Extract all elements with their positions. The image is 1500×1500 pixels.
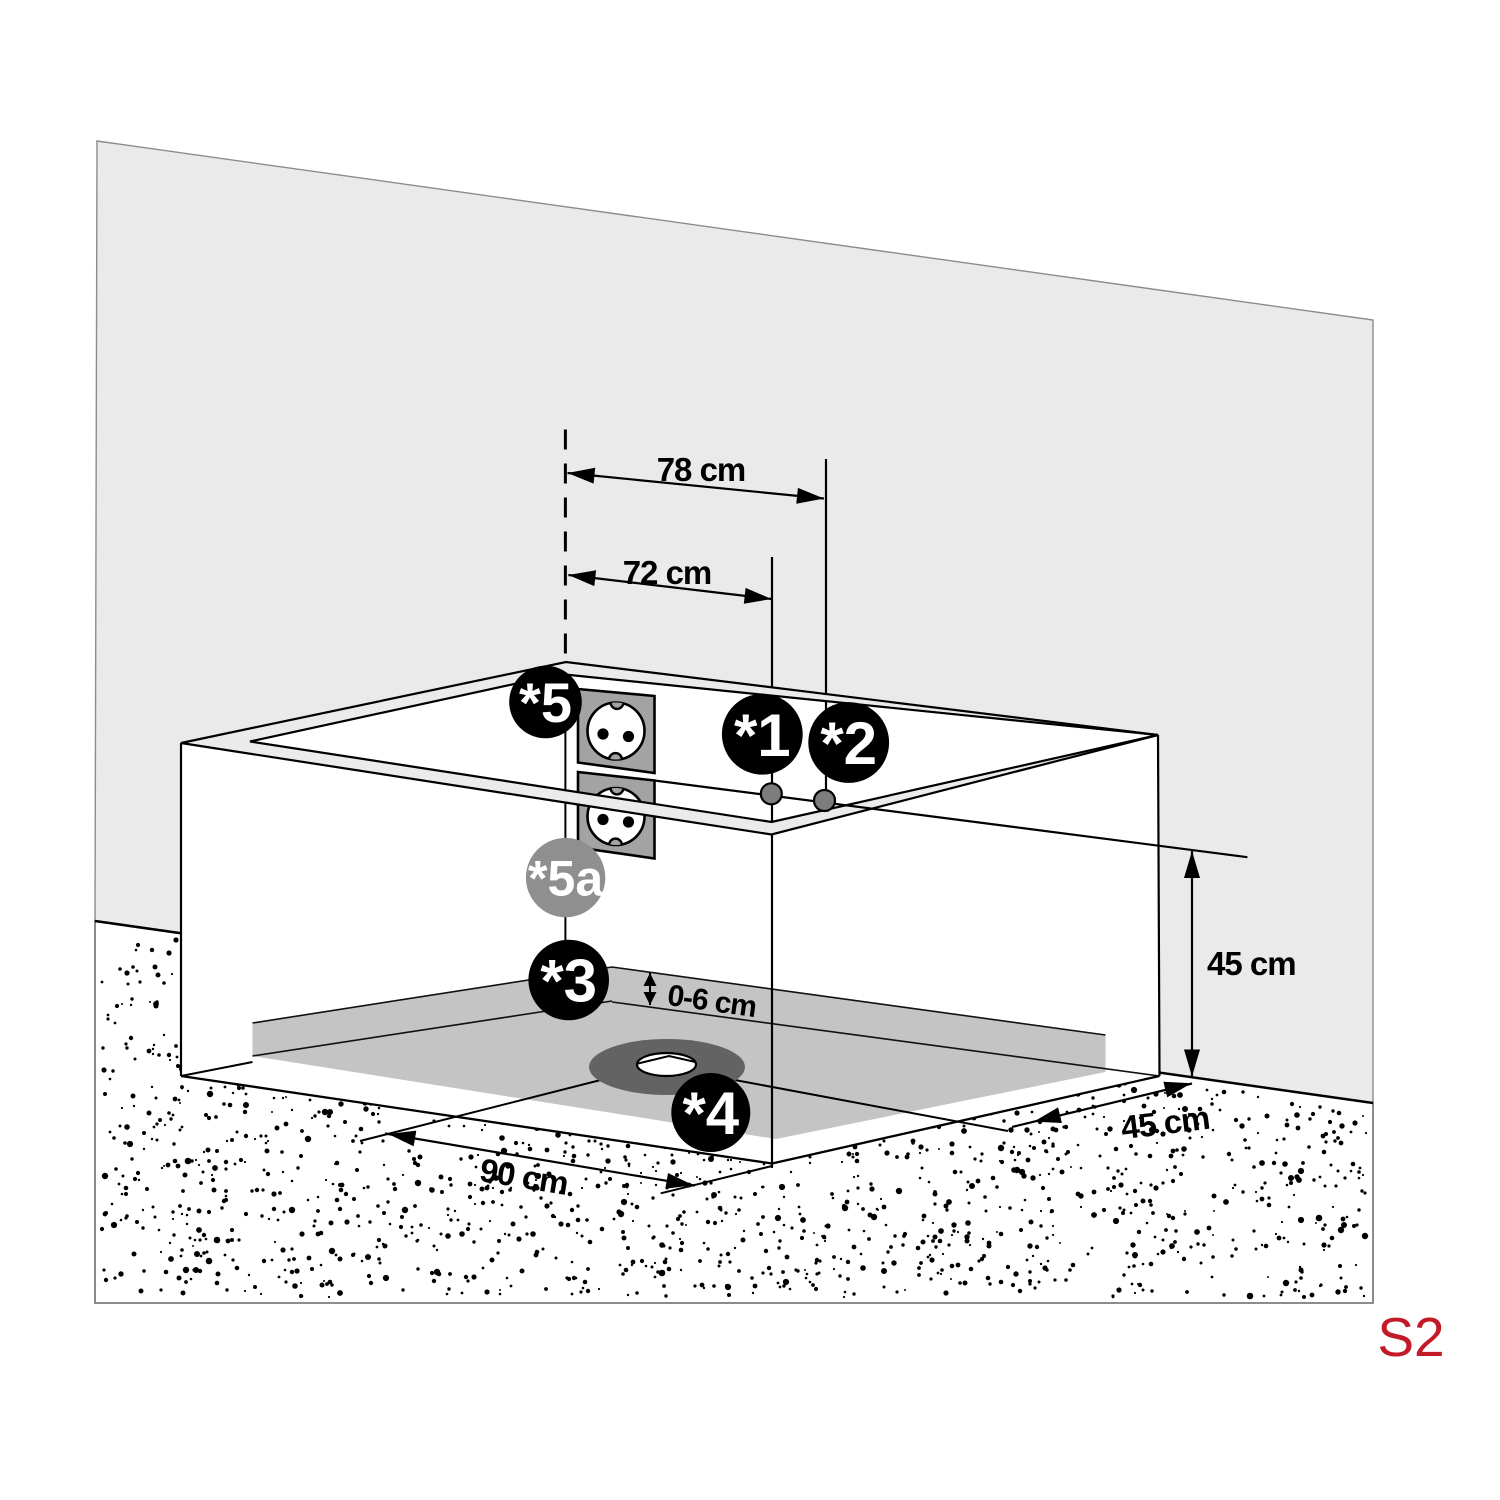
svg-text:*2: *2 <box>820 710 877 777</box>
svg-text:S2: S2 <box>1377 1306 1444 1368</box>
svg-text:*4: *4 <box>682 1080 739 1147</box>
svg-text:*5: *5 <box>519 671 572 734</box>
svg-text:72 cm: 72 cm <box>623 554 712 591</box>
svg-text:*5a: *5a <box>528 851 604 907</box>
svg-text:45 cm: 45 cm <box>1207 945 1296 982</box>
svg-text:*3: *3 <box>540 948 597 1015</box>
svg-text:78 cm: 78 cm <box>657 451 746 488</box>
svg-text:*1: *1 <box>734 702 791 769</box>
